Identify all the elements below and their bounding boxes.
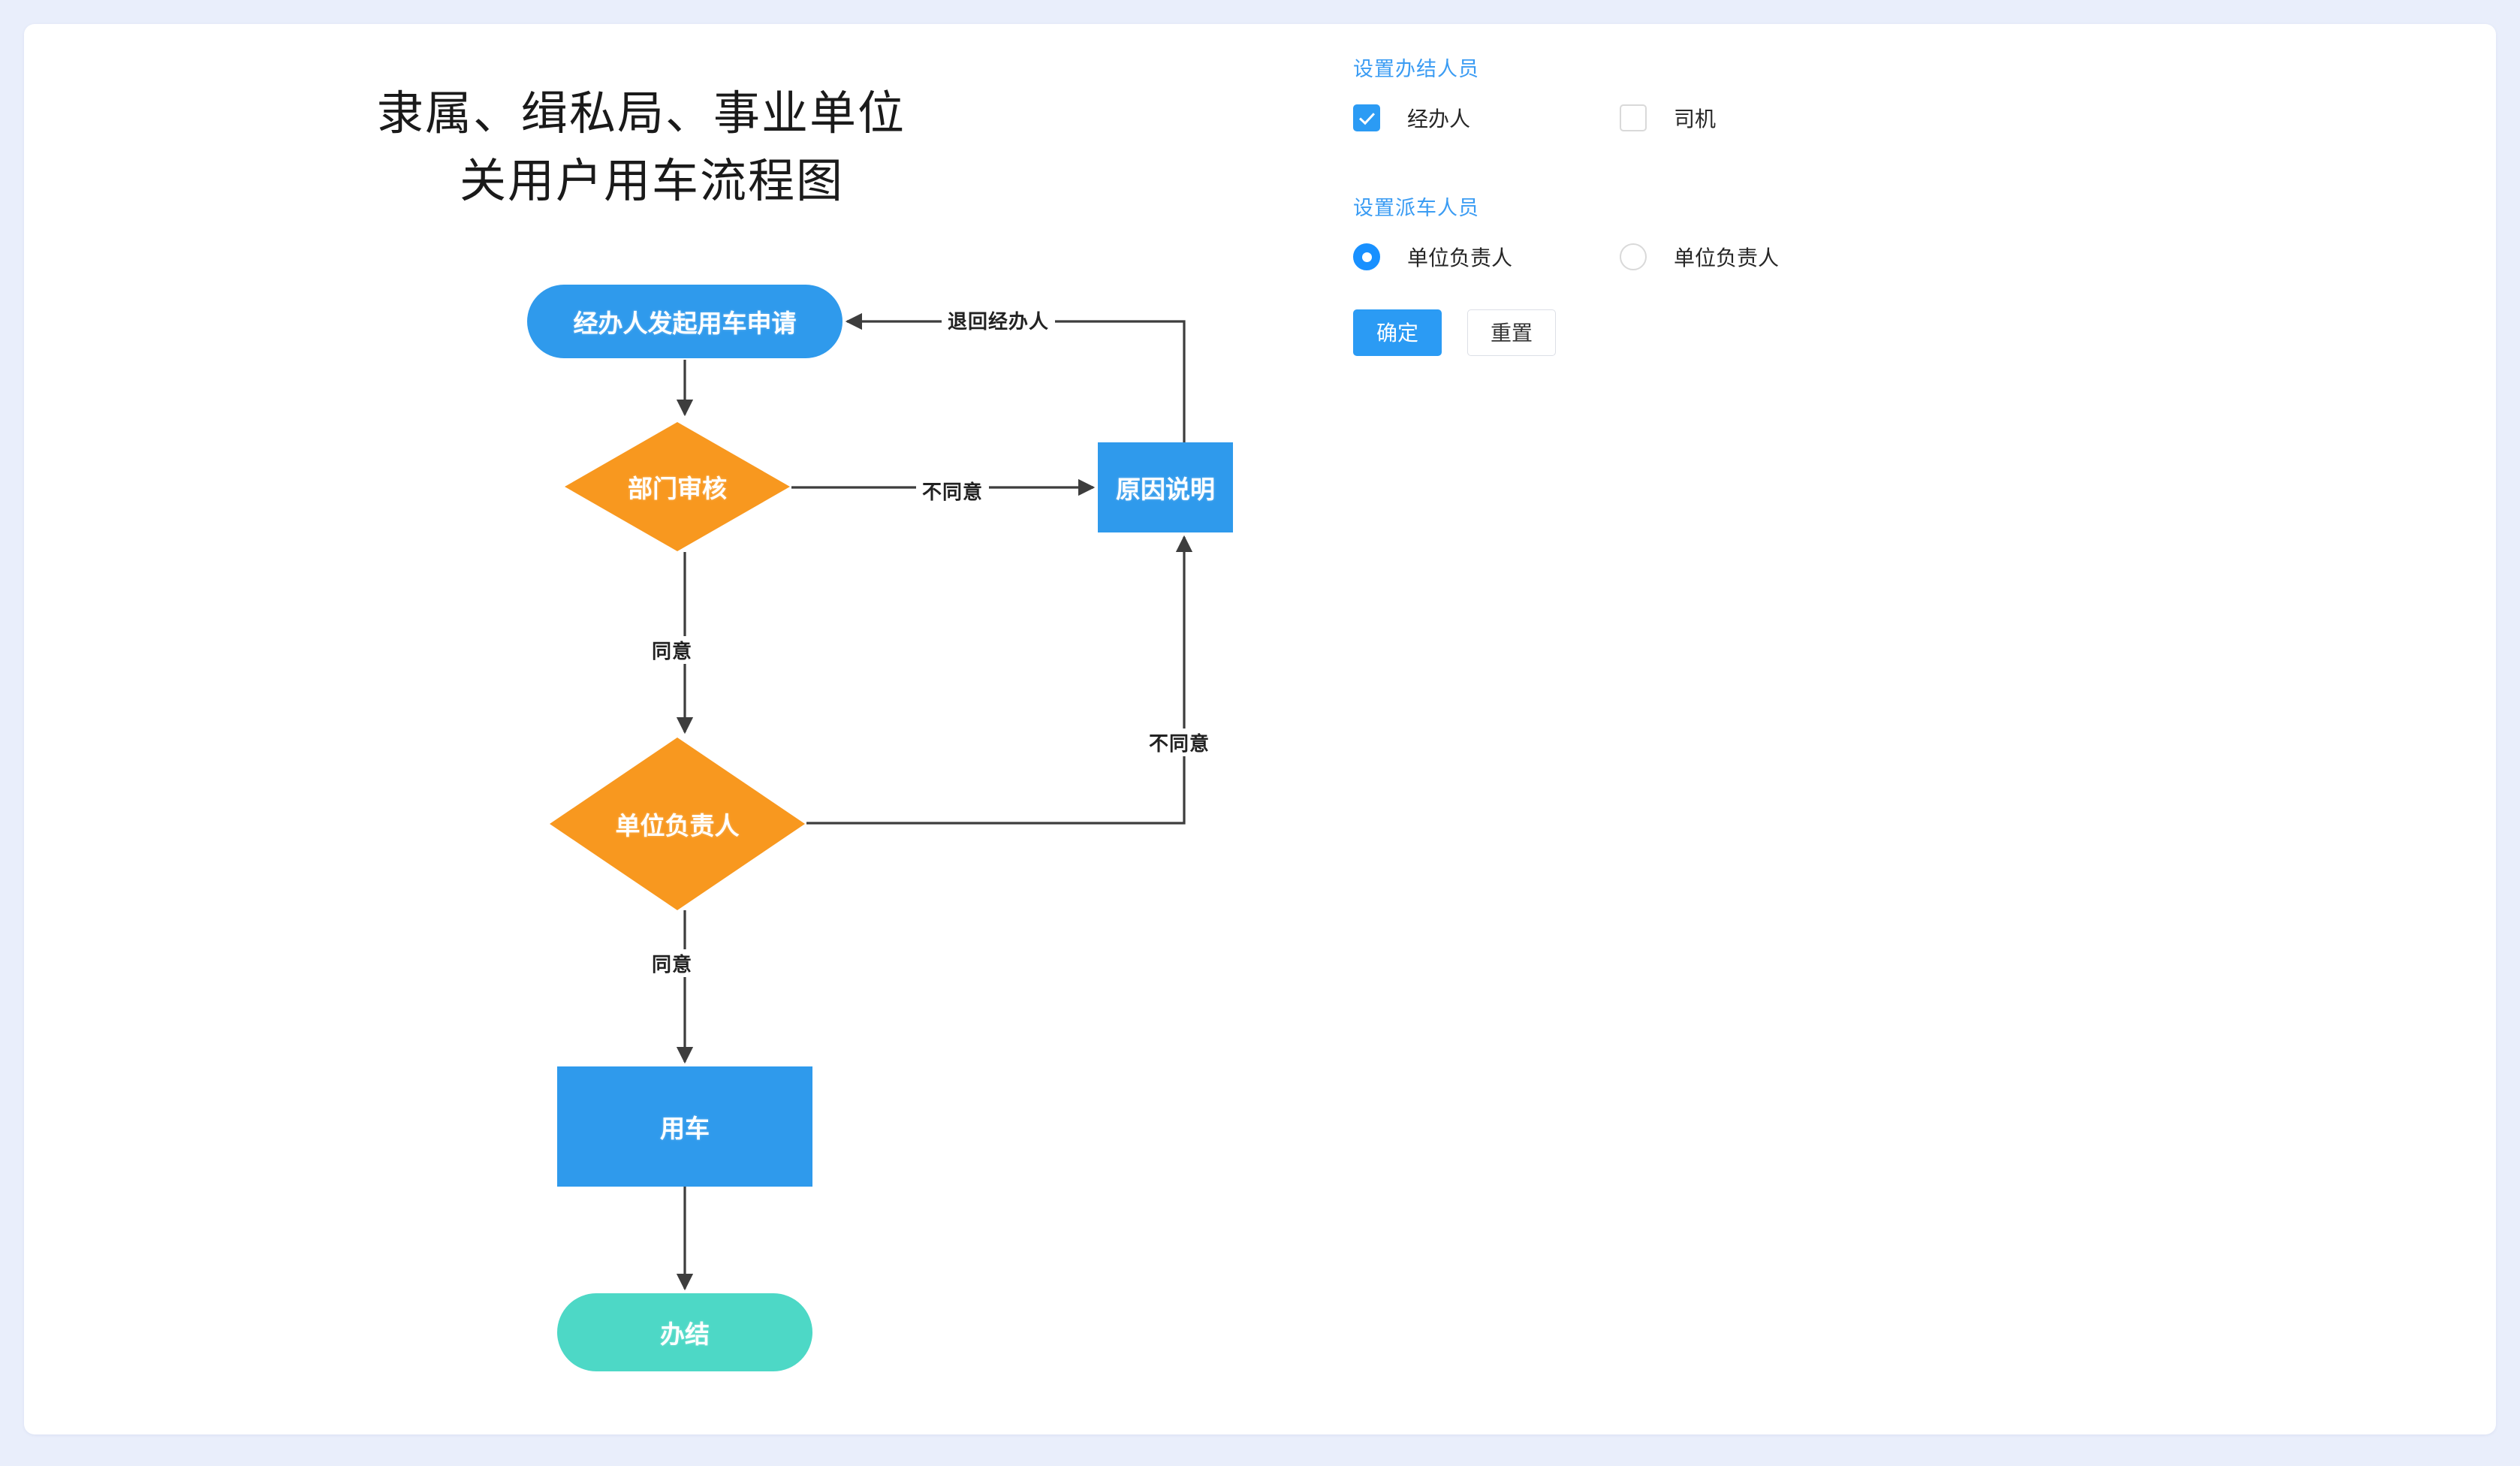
checkbox-option-driver-label: 司机 (1674, 107, 1717, 131)
flowchart-area: 隶属、缉私局、事业单位 关用户用车流程图 (24, 24, 1301, 1434)
flow-node-start-label: 经办人发起用车申请 (573, 309, 797, 337)
edge-label-return-to-agent: 退回经办人 (942, 306, 1056, 334)
section-title-finish-staff: 设置办结人员 (1353, 58, 1479, 80)
checkbox-option-agent[interactable]: 经办人 (1353, 103, 1620, 133)
flow-node-reason[interactable]: 原因说明 (1098, 442, 1233, 532)
flow-node-completed[interactable]: 办结 (557, 1293, 812, 1371)
flow-node-start[interactable]: 经办人发起用车申请 (527, 285, 843, 358)
reset-button[interactable]: 重置 (1467, 309, 1557, 356)
edge-reason-to-start (845, 312, 1186, 442)
page-title: 隶属、缉私局、事业单位 关用户用车流程图 (377, 80, 993, 216)
radio-option-unit-leader-2-label: 单位负责人 (1674, 246, 1780, 270)
flow-node-unit-leader[interactable]: 单位负责人 (550, 738, 805, 910)
flow-node-completed-label: 办结 (660, 1320, 710, 1348)
radio-option-unit-leader-2[interactable]: 单位负责人 (1620, 242, 1779, 272)
flowchart-connectors (676, 312, 1193, 1291)
radio-option-unit-leader-1[interactable]: 单位负责人 (1353, 242, 1620, 272)
page-title-line-1: 隶属、缉私局、事业单位 (377, 88, 906, 140)
edge-label-dept-disagree: 不同意 (916, 477, 990, 505)
flow-node-dept-review[interactable]: 部门审核 (565, 422, 790, 551)
checkbox-option-agent-label: 经办人 (1407, 107, 1471, 131)
checkbox-option-driver[interactable]: 司机 (1620, 103, 1716, 133)
edge-label-dept-agree: 同意 (646, 636, 699, 664)
dispatch-staff-radio-group: 单位负责人 单位负责人 (1353, 242, 2404, 272)
main-card: 隶属、缉私局、事业单位 关用户用车流程图 (24, 24, 2496, 1434)
edge-label-unit-disagree: 不同意 (1143, 728, 1216, 756)
section-divider-space (1353, 170, 2404, 192)
checkbox-icon-unchecked[interactable] (1620, 104, 1647, 131)
finish-staff-checkbox-group: 经办人 司机 (1353, 103, 2404, 133)
flow-node-dept-review-label: 部门审核 (628, 475, 727, 502)
radio-icon-selected[interactable] (1353, 243, 1380, 270)
edge-label-unit-agree: 同意 (646, 949, 699, 977)
flow-node-reason-label: 原因说明 (1116, 475, 1215, 503)
settings-button-row: 确定 重置 (1353, 309, 2404, 356)
section-title-dispatch-staff: 设置派车人员 (1353, 197, 1479, 219)
checkbox-icon-checked[interactable] (1353, 104, 1380, 131)
settings-panel: 设置办结人员 经办人 司机 设置派车人员 单位负责人 单位负责人 (1353, 53, 2404, 356)
page-title-line-2: 关用户用车流程图 (460, 155, 845, 207)
flow-node-use-car-label: 用车 (660, 1115, 710, 1142)
radio-option-unit-leader-1-label: 单位负责人 (1407, 246, 1513, 270)
flow-node-unit-leader-label: 单位负责人 (615, 812, 740, 840)
edge-unit-to-reason (806, 535, 1193, 825)
flow-node-use-car[interactable]: 用车 (557, 1066, 812, 1187)
radio-icon-unselected[interactable] (1620, 243, 1647, 270)
confirm-button[interactable]: 确定 (1353, 309, 1442, 356)
